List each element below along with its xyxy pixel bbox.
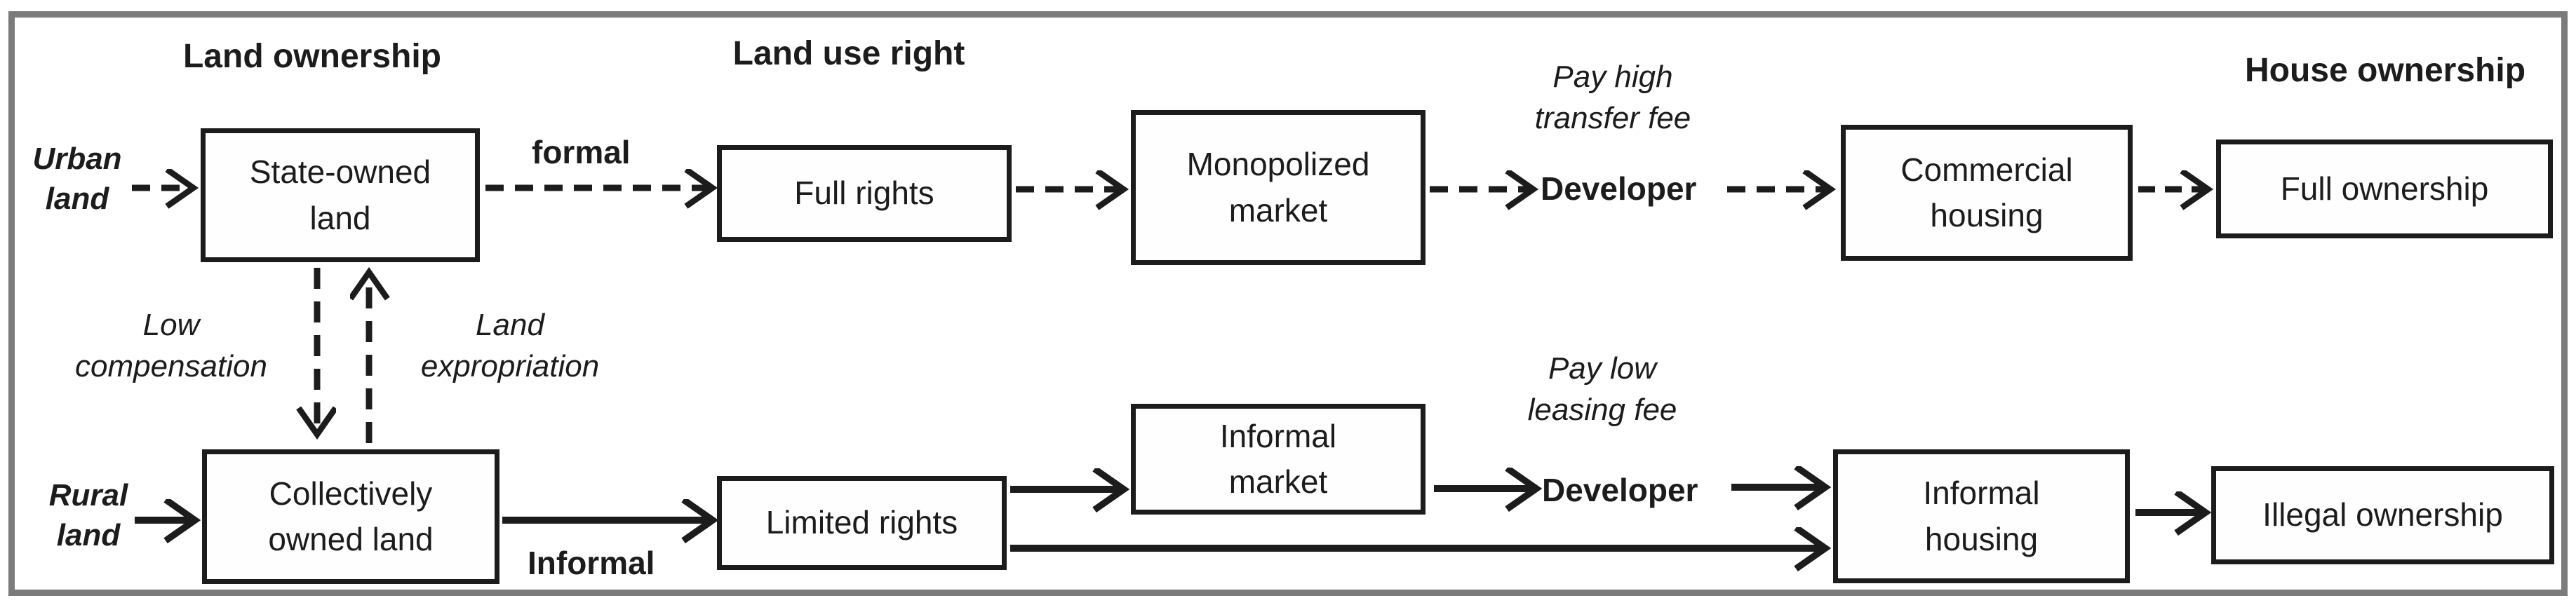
box-informal-housing-label: Informal housing bbox=[1923, 475, 2040, 557]
box-informal-market: Informal market bbox=[1131, 404, 1425, 515]
label-rural-land: Rural land bbox=[48, 478, 128, 553]
box-informal-market-label: Informal market bbox=[1219, 417, 1337, 500]
label-land-expropriation: Land expropriation bbox=[420, 308, 600, 384]
box-informal-housing: Informal housing bbox=[1833, 449, 2130, 583]
box-illegal-ownership-label: Illegal ownership bbox=[2262, 496, 2503, 533]
label-pay-low-leasing-fee: Pay low leasing fee bbox=[1527, 351, 1677, 428]
label-low-compensation: Low compensation bbox=[75, 308, 267, 384]
box-illegal-ownership: Illegal ownership bbox=[2211, 466, 2554, 564]
box-state-owned-land-label: State-owned land bbox=[249, 154, 431, 236]
label-pay-high-transfer-fee: Pay high transfer fee bbox=[1534, 60, 1691, 136]
diagram-frame bbox=[8, 11, 2568, 596]
box-full-rights: Full rights bbox=[717, 145, 1012, 242]
box-state-owned-land: State-owned land bbox=[201, 128, 480, 262]
box-full-rights-label: Full rights bbox=[794, 175, 934, 212]
header-land-use-right: Land use right bbox=[732, 35, 965, 72]
box-monopolized-market-label: Monopolized market bbox=[1186, 146, 1370, 229]
box-limited-rights-label: Limited rights bbox=[765, 504, 958, 541]
header-house-ownership: House ownership bbox=[2244, 52, 2526, 89]
label-urban-land: Urban land bbox=[32, 142, 122, 217]
box-collectively-owned-land: Collectively owned land bbox=[202, 449, 499, 584]
label-developer-bottom: Developer bbox=[1542, 472, 1698, 508]
label-formal: formal bbox=[532, 134, 631, 170]
label-informal: Informal bbox=[528, 545, 655, 581]
box-monopolized-market: Monopolized market bbox=[1131, 110, 1425, 265]
box-commercial-housing: Commercial housing bbox=[1841, 125, 2133, 261]
box-full-ownership-label: Full ownership bbox=[2280, 170, 2489, 207]
box-limited-rights: Limited rights bbox=[717, 476, 1007, 570]
box-commercial-housing-label: Commercial housing bbox=[1900, 151, 2073, 233]
label-developer-top: Developer bbox=[1541, 170, 1697, 207]
box-collectively-owned-land-label: Collectively owned land bbox=[268, 475, 434, 557]
header-land-ownership: Land ownership bbox=[182, 38, 441, 75]
box-full-ownership: Full ownership bbox=[2216, 140, 2553, 238]
